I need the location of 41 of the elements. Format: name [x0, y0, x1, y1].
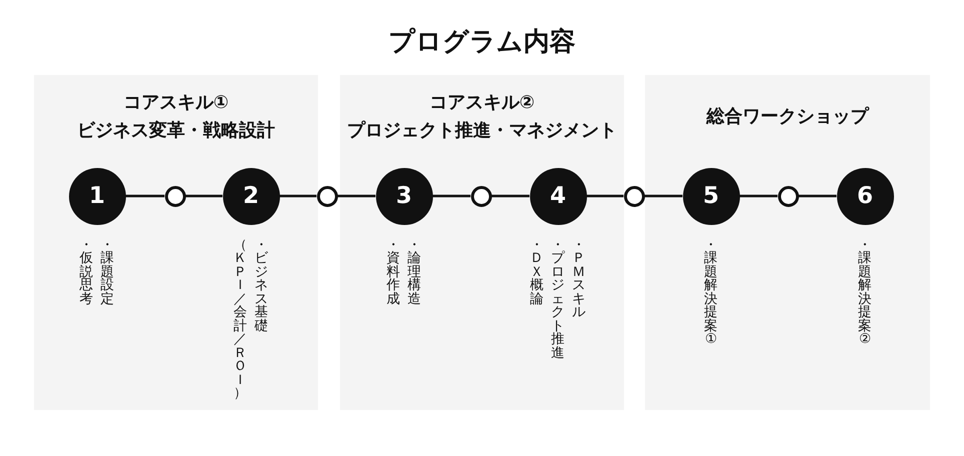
connector-line [586, 194, 624, 198]
connector-line [644, 194, 682, 198]
connector-line [338, 194, 376, 198]
vertical-list-item: ・仮説思考 [80, 238, 94, 306]
vertical-list-item: ・プロジェクト推進 [551, 238, 565, 360]
milestone-marker [164, 186, 186, 206]
section-panel [340, 75, 624, 410]
milestone-marker [778, 186, 798, 206]
vertical-list-item: ・課題解決提案① [704, 238, 718, 346]
connector-line [798, 194, 836, 198]
step-number-circle: 2 [222, 168, 280, 224]
panel-heading: 総合ワークショップ [706, 105, 868, 129]
section-panel [34, 75, 318, 410]
panel-heading: コアスキル① [123, 91, 229, 115]
vertical-list-item: （ＫＰＩ／会計／ＲＯＩ） [234, 238, 248, 400]
connector-line [740, 194, 778, 198]
panel-heading: ビジネス変革・戦略設計 [77, 119, 275, 143]
vertical-list-item: ・課題設定 [100, 238, 114, 306]
milestone-marker [624, 186, 644, 206]
connector-line [432, 194, 470, 198]
milestone-marker [470, 186, 492, 206]
milestone-marker [316, 186, 338, 206]
step-number-circle: 5 [682, 168, 740, 224]
step-number-circle: 3 [376, 168, 432, 224]
section-panel [645, 75, 930, 410]
diagram-title: プログラム内容 [388, 26, 576, 58]
step-number-circle: 6 [836, 168, 894, 224]
step-number-circle: 4 [530, 168, 586, 224]
connector-line [492, 194, 530, 198]
vertical-list-item: ・論理構造 [408, 238, 422, 306]
vertical-list-item: ・資料作成 [386, 238, 400, 306]
vertical-list-item: ・ＰＭスキル [572, 238, 586, 320]
step-number-circle: 1 [68, 168, 126, 224]
connector-line [186, 194, 222, 198]
connector-line [126, 194, 164, 198]
vertical-list-item: ・課題解決提案② [858, 238, 872, 346]
panel-heading: コアスキル② [429, 91, 535, 115]
connector-line [280, 194, 316, 198]
vertical-list-item: ・ＤＸ概論 [530, 238, 544, 306]
vertical-list-item: ・ビジネス基礎 [254, 238, 268, 333]
panel-heading: プロジェクト推進・マネジメント [347, 119, 617, 143]
